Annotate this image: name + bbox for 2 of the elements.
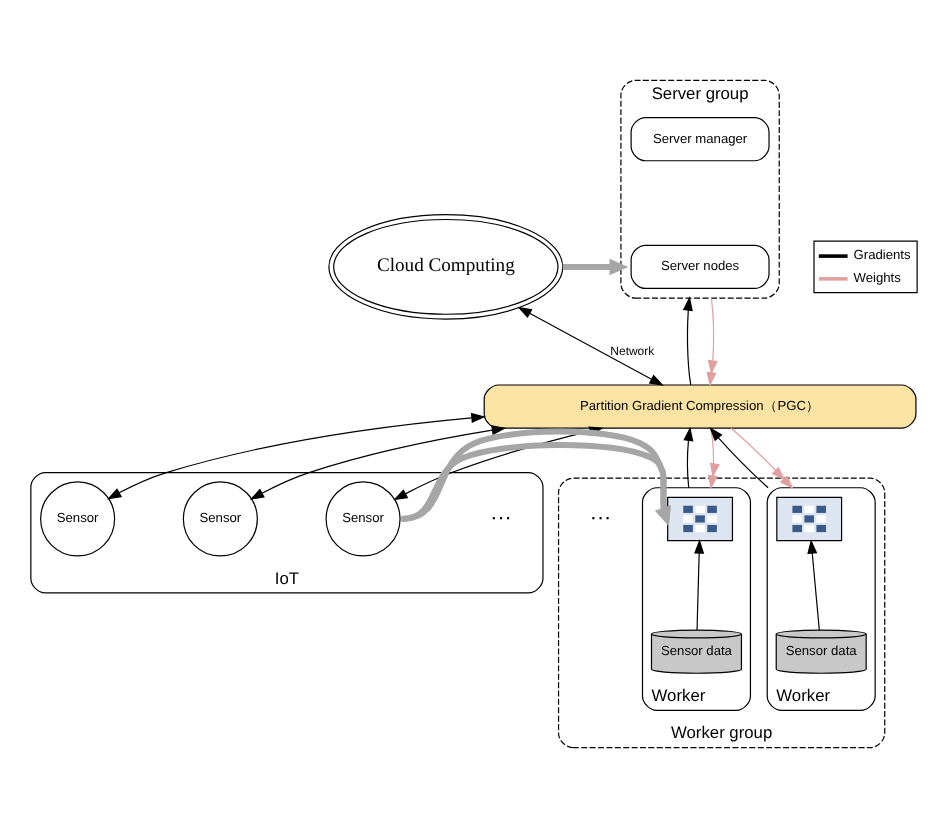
node-text: ··· [490, 505, 512, 530]
node-text: ··· [589, 505, 612, 530]
